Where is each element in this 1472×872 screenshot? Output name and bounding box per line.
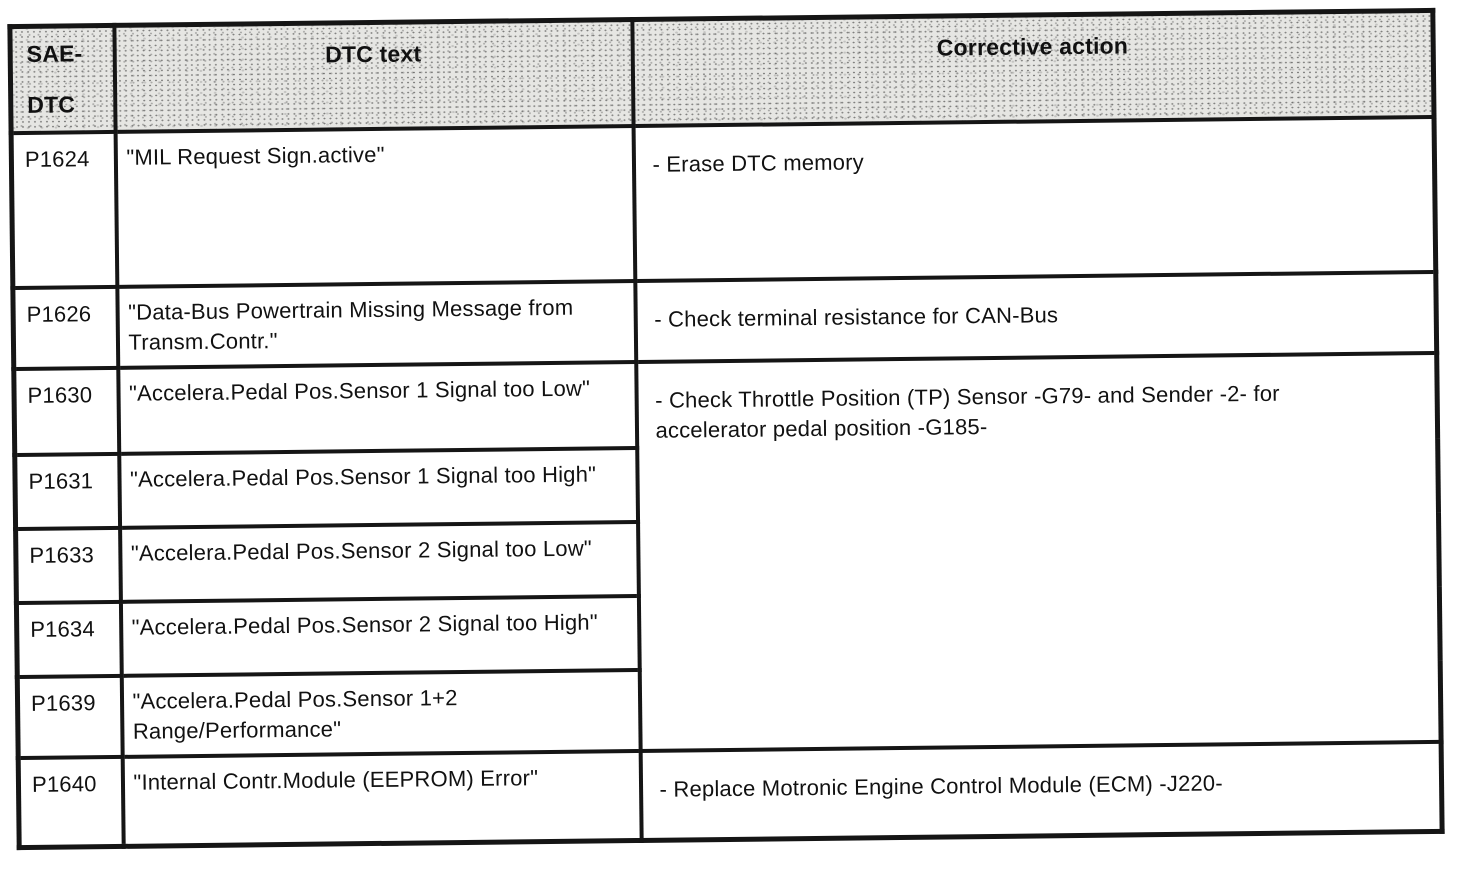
- header-corrective-action: Corrective action: [631, 10, 1435, 127]
- corrective-action-cell: - Replace Motronic Engine Control Module…: [640, 741, 1443, 841]
- dtc-code-cell: P1640: [18, 756, 124, 848]
- header-dtc-text: DTC text: [113, 19, 634, 132]
- table-row-p1630: P1630 "Accelera.Pedal Pos.Sensor 1 Signa…: [13, 352, 1442, 751]
- header-dtc-line: DTC: [27, 91, 76, 118]
- dtc-text-cell: "MIL Request Sign.active": [115, 126, 635, 287]
- dtc-text-cell: "Accelera.Pedal Pos.Sensor 1 Signal too …: [118, 447, 638, 528]
- dtc-code-cell: P1639: [17, 675, 123, 758]
- dtc-code-cell: P1631: [14, 453, 120, 529]
- dtc-code-cell: P1626: [12, 286, 118, 369]
- header-sae-line: SAE-: [26, 40, 83, 67]
- dtc-text-cell: "Internal Contr.Module (EEPROM) Error": [122, 750, 642, 847]
- dtc-code-cell: P1633: [15, 527, 121, 603]
- dtc-text-cell: "Accelera.Pedal Pos.Sensor 2 Signal too …: [119, 521, 639, 602]
- dtc-text-cell: "Data-Bus Powertrain Missing Message fro…: [116, 281, 636, 368]
- corrective-action-cell-merged: - Check Throttle Position (TP) Sensor -G…: [635, 352, 1442, 751]
- corrective-action-cell: - Check terminal resistance for CAN-Bus: [634, 271, 1437, 362]
- table-header: SAE- DTC DTC text Corrective action: [9, 10, 1435, 134]
- header-sae-dtc: SAE- DTC: [9, 25, 116, 134]
- table-row-p1624: P1624 "MIL Request Sign.active" - Erase …: [11, 116, 1436, 289]
- dtc-code-cell: P1634: [16, 601, 122, 677]
- dtc-table: SAE- DTC DTC text Corrective action P162…: [7, 7, 1445, 851]
- dtc-text-cell: "Accelera.Pedal Pos.Sensor 1+2 Range/Per…: [121, 669, 641, 757]
- scanned-page: SAE- DTC DTC text Corrective action P162…: [7, 7, 1445, 851]
- header-sae-dtc-stack: SAE- DTC: [13, 29, 112, 129]
- table-row-p1640: P1640 "Internal Contr.Module (EEPROM) Er…: [18, 741, 1443, 848]
- dtc-text-cell: "Accelera.Pedal Pos.Sensor 1 Signal too …: [117, 361, 637, 454]
- dtc-code-cell: P1624: [11, 131, 117, 289]
- dtc-text-cell: "Accelera.Pedal Pos.Sensor 2 Signal too …: [120, 595, 640, 676]
- corrective-action-cell: - Erase DTC memory: [633, 116, 1436, 282]
- dtc-code-cell: P1630: [13, 367, 119, 455]
